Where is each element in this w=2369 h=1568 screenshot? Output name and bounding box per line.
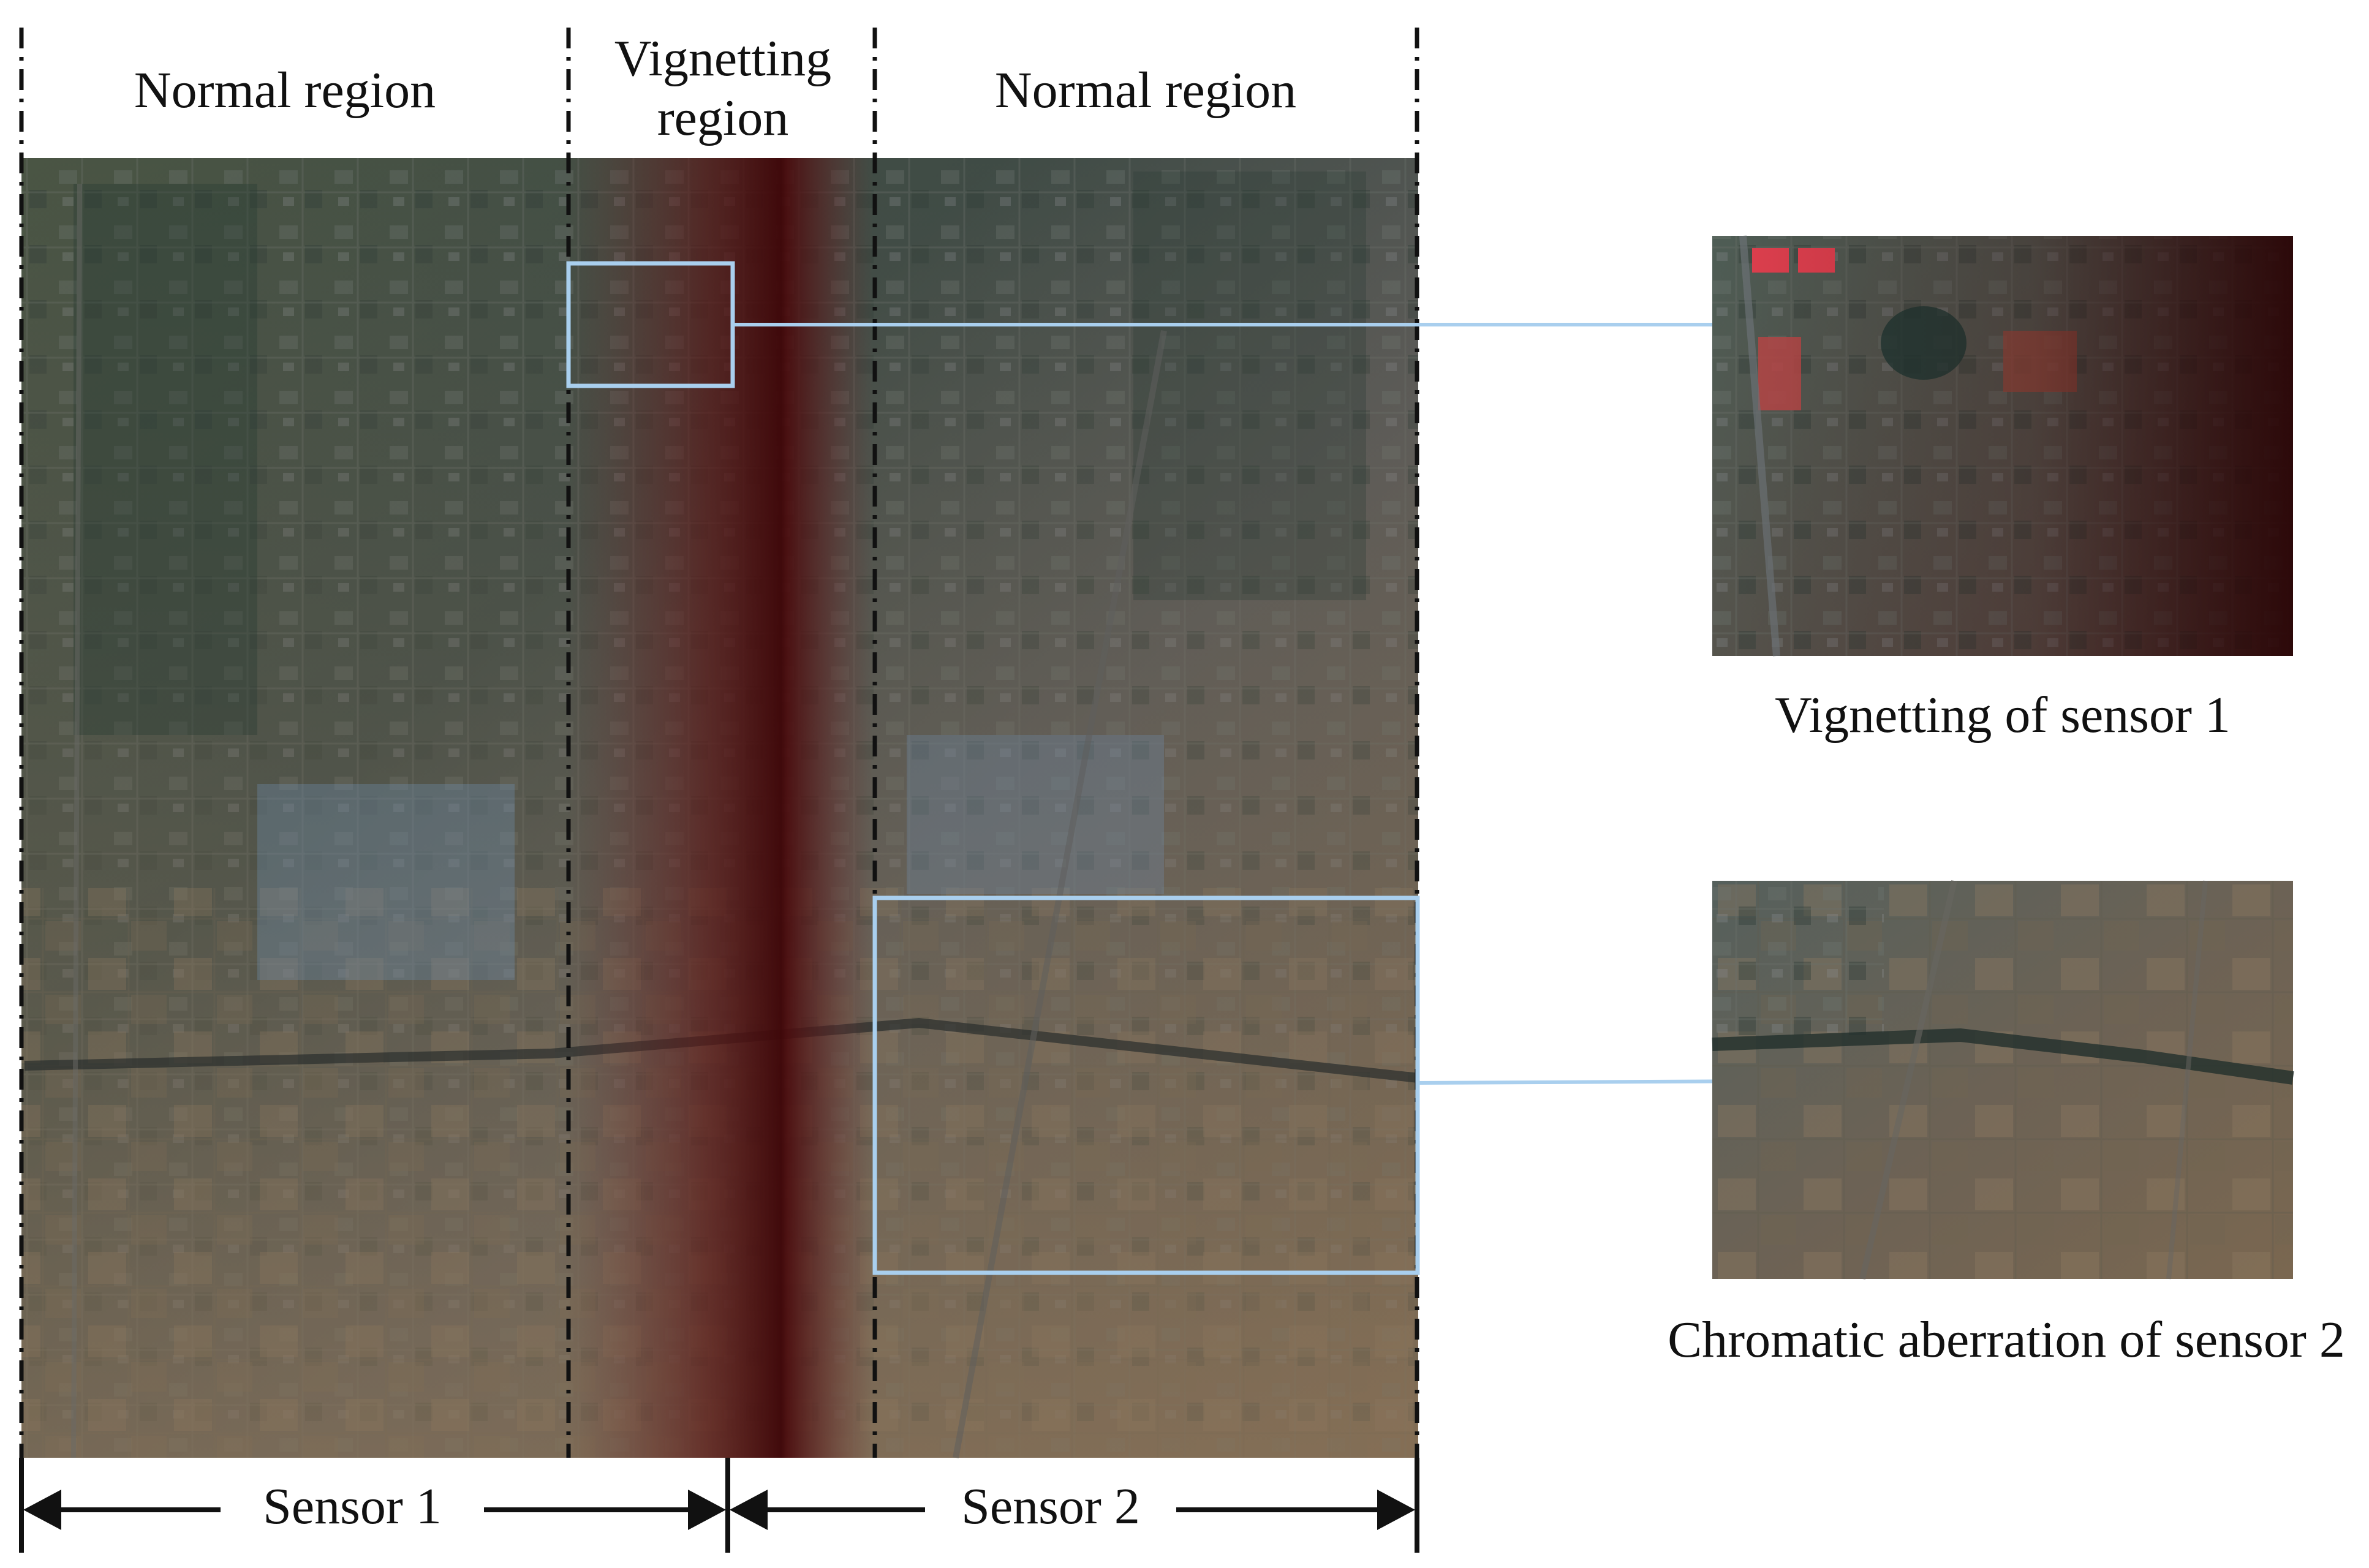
sensor2-arrow-left-head xyxy=(730,1490,768,1530)
aberration-inset-caption: Chromatic aberration of sensor 2 xyxy=(1668,1311,2345,1368)
vignetting-inset-caption: Vignetting of sensor 1 xyxy=(1775,687,2231,744)
sensor2-label: Sensor 2 xyxy=(928,1477,1173,1537)
satellite-image xyxy=(21,158,1419,1458)
sensor-span-arrows xyxy=(19,1458,1419,1553)
vignetting-region-label-line2: region xyxy=(657,89,789,146)
vignetting-region-label: Vignetting region xyxy=(576,29,870,148)
highlight-annotations xyxy=(566,261,1784,1275)
aberration-inset-image xyxy=(1712,880,2294,1280)
sensor1-arrow-left-head xyxy=(23,1490,61,1530)
vignetting-region-label-line1: Vignetting xyxy=(614,30,832,87)
left-normal-region-label: Normal region xyxy=(134,62,436,119)
vignetting-inset-image xyxy=(1712,235,2293,657)
sensor2-arrow-right-head xyxy=(1377,1490,1415,1530)
aberration-connector xyxy=(1417,1079,1771,1085)
sensor1-arrow-right-head xyxy=(688,1490,726,1530)
right-normal-region-label: Normal region xyxy=(994,62,1297,119)
sensor1-label: Sensor 1 xyxy=(227,1477,478,1537)
aberration-highlight-box xyxy=(872,895,1420,1275)
